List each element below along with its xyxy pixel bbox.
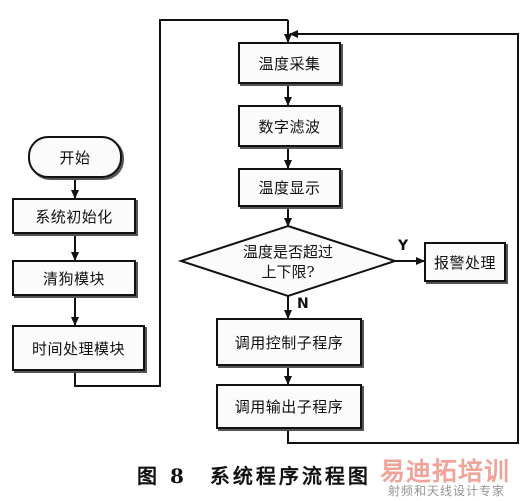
alarm-box: 报警处理 xyxy=(424,242,506,282)
temp-display-label: 温度显示 xyxy=(258,179,321,197)
temp-sample-box: 温度采集 xyxy=(238,42,341,84)
decision-line1: 温度是否超过 xyxy=(242,243,333,261)
digital-filter-box: 数字滤波 xyxy=(238,105,341,147)
start-label: 开始 xyxy=(59,148,91,167)
decision-diamond xyxy=(177,224,399,298)
time-module-label: 时间处理模块 xyxy=(31,339,125,358)
decision-text: 温度是否超过 上下限? xyxy=(218,242,358,282)
watermark-subtitle: 射频和天线设计专家 xyxy=(388,484,506,498)
temp-display-box: 温度显示 xyxy=(238,168,341,207)
output-box: 调用输出子程序 xyxy=(216,384,362,429)
control-box: 调用控制子程序 xyxy=(216,318,362,366)
figure-caption: 图 8 系统程序流程图 xyxy=(137,464,371,488)
alarm-label: 报警处理 xyxy=(433,253,496,272)
time-module-box: 时间处理模块 xyxy=(12,325,145,371)
output-label: 调用输出子程序 xyxy=(234,398,344,416)
start-terminal: 开始 xyxy=(28,136,122,178)
watermark-logo: 易迪拓培训 xyxy=(380,457,511,486)
no-label: N xyxy=(297,296,309,312)
link-time-to-loop xyxy=(74,19,288,387)
arrow-loop-back xyxy=(287,30,519,444)
control-label: 调用控制子程序 xyxy=(234,333,344,352)
init-label: 系统初始化 xyxy=(35,207,113,226)
decision-line2: 上下限? xyxy=(261,263,315,281)
digital-filter-label: 数字滤波 xyxy=(258,117,321,136)
watchdog-label: 清狗模块 xyxy=(42,269,105,288)
init-box: 系统初始化 xyxy=(12,198,136,234)
watermark: 易迪拓培训 射频和天线设计专家 xyxy=(380,452,528,498)
temp-sample-label: 温度采集 xyxy=(258,54,321,73)
yes-label: Y xyxy=(398,238,409,254)
watchdog-box: 清狗模块 xyxy=(12,260,136,296)
